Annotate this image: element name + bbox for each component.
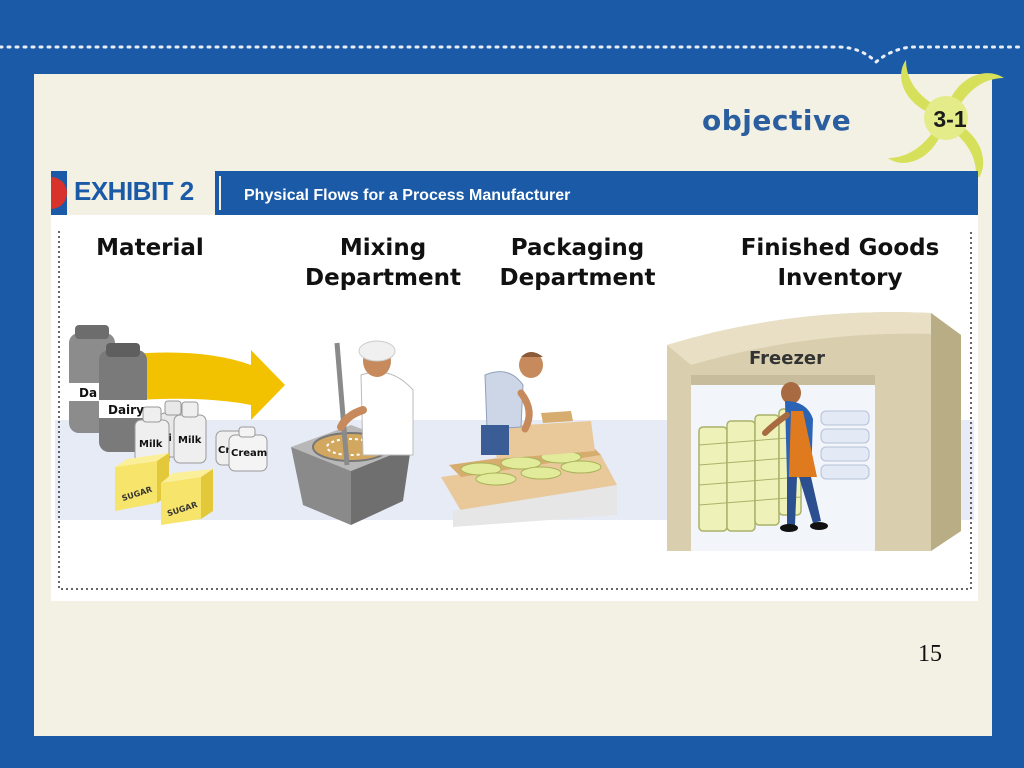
flow-arrow xyxy=(121,350,285,420)
milk-jug-3: Milk xyxy=(173,401,207,464)
stage-label-line: Inventory xyxy=(777,265,903,291)
stage-label-line: Mixing xyxy=(339,235,427,261)
material-illustration: Da Dairy li Milk Milk Cr xyxy=(69,325,285,525)
exhibit-number: EXHIBIT 2 xyxy=(74,176,194,206)
dairy-can-front: Dairy xyxy=(99,343,147,452)
objective-swirl-icon xyxy=(888,60,1004,177)
milk-jug-1-label: Milk xyxy=(139,439,163,450)
sugar-box-2: SUGAR xyxy=(161,469,213,525)
dairy-can-back-label: Da xyxy=(79,386,97,400)
stage-label-mixing: Mixing Department xyxy=(298,233,468,293)
exhibit-yellow-band xyxy=(67,171,215,215)
page-number: 15 xyxy=(918,641,942,667)
exhibit-title: Physical Flows for a Process Manufacture… xyxy=(244,187,571,204)
cream-jug-front: Cream xyxy=(228,426,268,472)
freezer-sign: Freezer xyxy=(749,348,825,369)
milk-jug-3-label: Milk xyxy=(178,435,202,446)
cream-jug-back-label: Cr xyxy=(218,445,230,456)
stage-label-line: Finished Goods xyxy=(740,235,940,261)
stage-label-line: Packaging xyxy=(510,235,645,261)
dotted-border-line xyxy=(0,45,1024,65)
cream-jug-front-label: Cream xyxy=(231,448,267,459)
stage-label-material: Material xyxy=(70,233,230,263)
stage-label-packaging: Packaging Department xyxy=(490,233,665,293)
stage-label-line: Department xyxy=(305,265,461,291)
packaging-illustration xyxy=(441,352,617,527)
objective-label: objective xyxy=(702,104,852,137)
stage-label-line: Material xyxy=(96,235,204,261)
stage-label-finished-goods: Finished Goods Inventory xyxy=(730,233,950,293)
stage-label-line: Department xyxy=(499,265,656,291)
exhibit-red-marker xyxy=(51,177,67,209)
freezer-illustration: Freezer xyxy=(667,312,961,551)
mixing-illustration xyxy=(291,340,414,525)
process-flow-illustration: Da Dairy li Milk Milk Cr xyxy=(51,215,978,601)
dairy-can-front-label: Dairy xyxy=(108,403,144,417)
objective-number: 3-1 xyxy=(933,106,967,132)
exhibit-divider xyxy=(219,176,221,210)
